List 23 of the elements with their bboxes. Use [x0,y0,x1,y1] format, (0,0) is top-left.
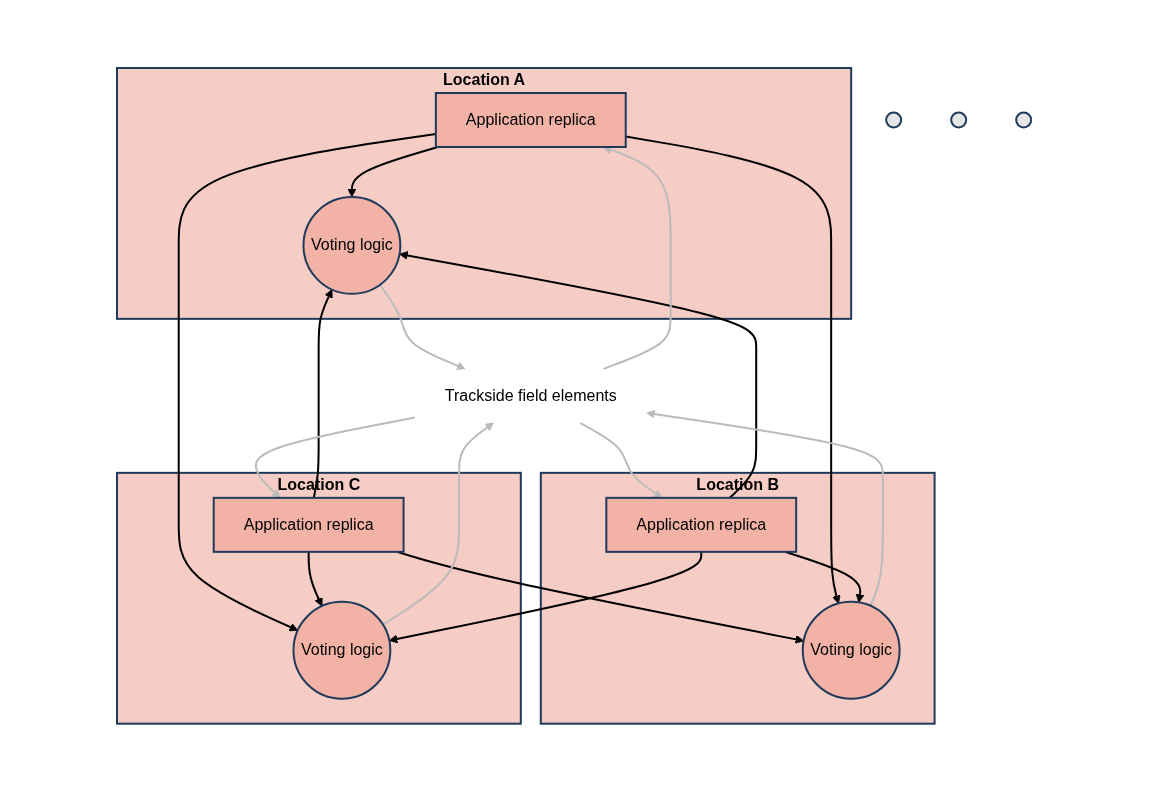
arrow [308,550,324,607]
arrow [399,250,758,499]
arrow [255,416,417,498]
node-box: Application replica [605,496,798,553]
node-circle: Voting logic [302,195,402,295]
arrow [396,550,805,644]
arrow [784,550,865,603]
node-circle: Voting logic [292,600,392,700]
arrow [389,550,703,643]
arrow [646,409,885,607]
arrow [382,422,495,626]
arrow [579,421,663,498]
arrow [313,288,334,499]
node-circle [1015,111,1033,129]
arrow [602,145,673,370]
node-box: Application replica [213,496,405,553]
node-box: Application replica [435,91,628,148]
arrow [178,132,438,631]
node-circle: Voting logic [802,600,901,700]
node-text: Trackside field elements [445,386,618,404]
node-circle [885,111,903,129]
node-circle [950,111,968,129]
arrow [379,283,466,370]
